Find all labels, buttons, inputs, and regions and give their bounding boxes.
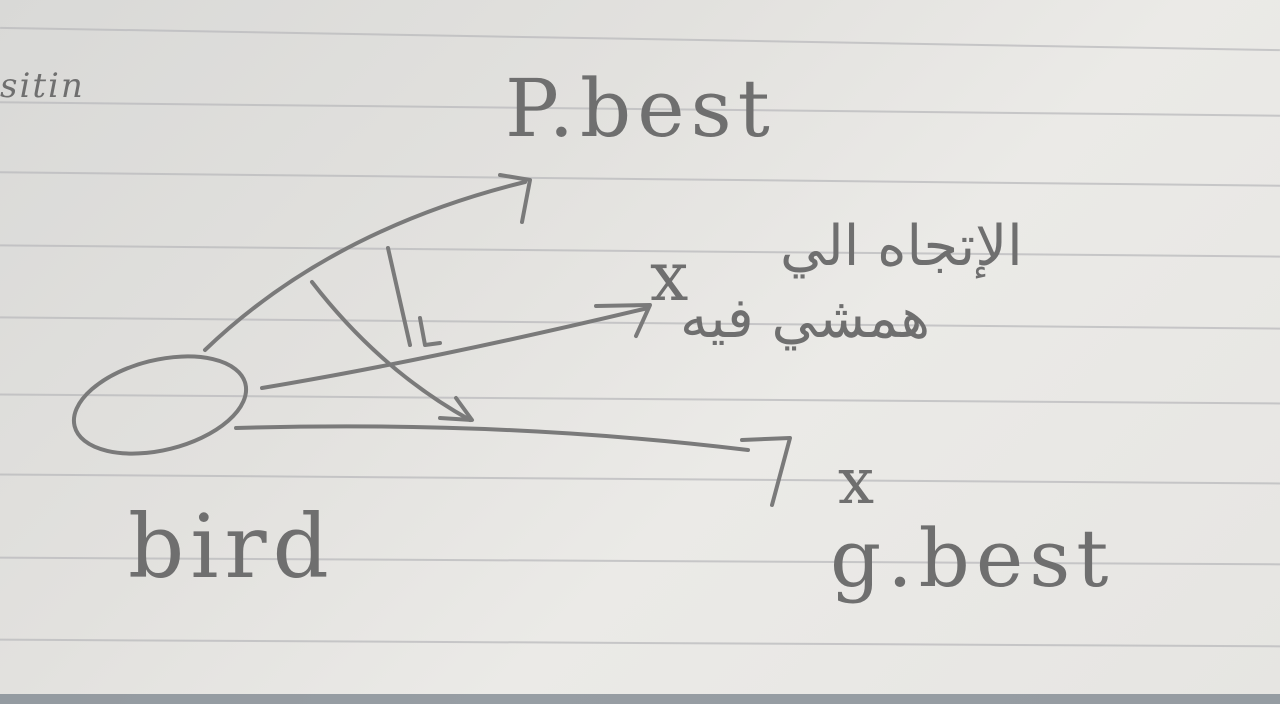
- arrowhead-down-small: [418, 316, 442, 347]
- arrow-to-x1: [260, 306, 650, 390]
- arrow-to-pbest: [203, 180, 527, 352]
- x-mark-1: x: [650, 238, 695, 317]
- bird-label: bird: [128, 495, 335, 598]
- arrowhead-gbest: [740, 436, 792, 507]
- pbest-label: P.best: [505, 62, 776, 155]
- arrow-down-small: [386, 246, 412, 347]
- desk-edge: [0, 694, 1280, 704]
- x-mark-2: x: [838, 445, 881, 519]
- arrowhead-x1: [594, 303, 652, 338]
- margin-note: sitin: [0, 66, 85, 106]
- arabic-note-line1: الإتجاه الي: [780, 214, 1023, 279]
- arrowhead-diagonal: [438, 396, 474, 422]
- gbest-label: g.best: [830, 512, 1115, 605]
- arrowhead-pbest: [498, 173, 532, 224]
- arabic-note-line2: همشي فيه: [680, 286, 931, 351]
- arrow-diagonal: [310, 280, 472, 422]
- arrow-to-gbest: [234, 424, 750, 452]
- bird-ellipse: [71, 354, 249, 456]
